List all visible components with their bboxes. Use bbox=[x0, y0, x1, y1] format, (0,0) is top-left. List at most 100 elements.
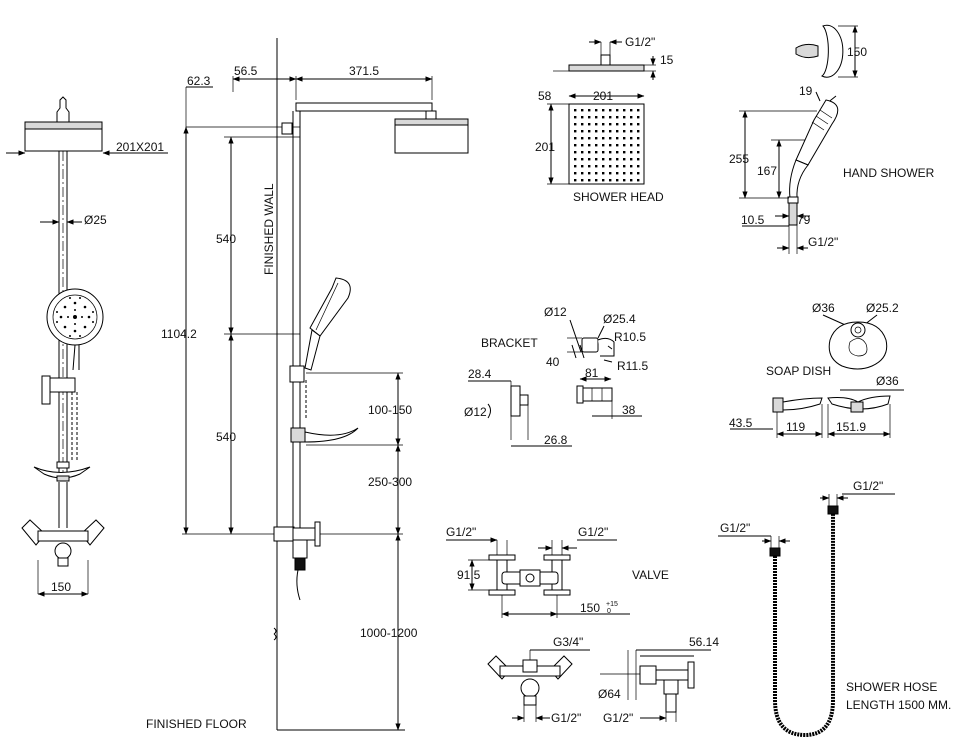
nozzle bbox=[595, 158, 598, 161]
soap-dish-plan bbox=[828, 321, 888, 370]
hose-nut-right bbox=[827, 505, 839, 515]
nozzle bbox=[581, 165, 584, 168]
nozzle bbox=[637, 172, 640, 175]
bracket-detail: BRACKET Ø12 Ø25.4 R10.5 R11.5 40 81 38 2… bbox=[464, 305, 648, 447]
nozzle bbox=[574, 109, 577, 112]
side-shower-head bbox=[394, 118, 469, 126]
valve-right-handle bbox=[543, 589, 571, 596]
nozzle bbox=[630, 123, 633, 126]
nozzle bbox=[595, 144, 598, 147]
nozzle-grid bbox=[574, 109, 640, 182]
nozzle bbox=[616, 158, 619, 161]
soap-dim-119: 119 bbox=[786, 420, 805, 434]
valve-right-thread: G1/2" bbox=[578, 525, 608, 539]
wall-bracket-top bbox=[281, 122, 293, 135]
valve2-outlet bbox=[520, 678, 540, 698]
bracket-d25-4: Ø25.4 bbox=[603, 312, 636, 326]
outlet-dim-150: 150 bbox=[847, 45, 867, 59]
nozzle bbox=[630, 179, 633, 182]
nozzle bbox=[623, 130, 626, 133]
pipe-diameter-label: Ø25 bbox=[84, 213, 107, 227]
shower-arm bbox=[295, 102, 433, 112]
hs-dim-79: 79 bbox=[797, 213, 811, 227]
nozzle bbox=[616, 123, 619, 126]
nozzle bbox=[588, 151, 591, 154]
nozzle bbox=[616, 116, 619, 119]
nozzle bbox=[581, 179, 584, 182]
nozzle bbox=[574, 151, 577, 154]
soap-mount-plan bbox=[850, 322, 866, 338]
bracket-plan bbox=[581, 337, 599, 353]
nozzle bbox=[623, 172, 626, 175]
nozzle bbox=[588, 109, 591, 112]
nozzle bbox=[574, 172, 577, 175]
nozzle bbox=[609, 123, 612, 126]
nozzle bbox=[581, 109, 584, 112]
nozzle bbox=[581, 158, 584, 161]
hand-shower-detail: 150 19 255 167 10.5 79 G1/2" HAND SHOWER bbox=[729, 24, 935, 254]
nozzle bbox=[637, 158, 640, 161]
nozzle bbox=[637, 116, 640, 119]
nozzle bbox=[637, 165, 640, 168]
side-valve-body bbox=[273, 526, 295, 542]
nozzle bbox=[602, 179, 605, 182]
bracket-d12: Ø12 bbox=[544, 305, 567, 319]
head-nipple bbox=[600, 54, 611, 66]
shower-head-label: SHOWER HEAD bbox=[573, 190, 664, 204]
nozzle bbox=[616, 137, 619, 140]
nozzle bbox=[616, 172, 619, 175]
nozzle bbox=[630, 165, 633, 168]
nozzle bbox=[602, 172, 605, 175]
hose-top-right-thread: G1/2" bbox=[853, 479, 883, 493]
finished-wall-label: FINISHED WALL bbox=[262, 183, 276, 275]
nozzle bbox=[595, 151, 598, 154]
nozzle bbox=[623, 158, 626, 161]
bracket-d12-side: Ø12 bbox=[464, 405, 487, 419]
nozzle bbox=[630, 172, 633, 175]
valve-tol-zero: 0 bbox=[607, 608, 611, 615]
nozzle bbox=[616, 109, 619, 112]
nozzle bbox=[609, 151, 612, 154]
valve-left-cap bbox=[488, 554, 516, 561]
valve-tol-plus: +15 bbox=[606, 601, 618, 608]
nozzle bbox=[609, 109, 612, 112]
side-hand-shower bbox=[309, 277, 351, 337]
nozzle bbox=[588, 137, 591, 140]
nozzle bbox=[602, 144, 605, 147]
nozzle bbox=[581, 116, 584, 119]
side-view: FINISHED WALL FINISHED FLOOR 62.3 56.5 3… bbox=[146, 38, 469, 731]
nozzle bbox=[637, 151, 640, 154]
nozzle bbox=[623, 116, 626, 119]
nozzle bbox=[609, 144, 612, 147]
soap-d36: Ø36 bbox=[812, 301, 835, 315]
dim-250-300: 250-300 bbox=[368, 475, 412, 489]
head-depth: 201 bbox=[535, 140, 555, 154]
lower-540: 540 bbox=[216, 430, 236, 444]
dim-1000-1200: 1000-1200 bbox=[360, 626, 418, 640]
nozzle bbox=[581, 137, 584, 140]
head-profile bbox=[568, 64, 645, 72]
bracket-dim-26-8: 26.8 bbox=[544, 433, 568, 447]
bracket-front bbox=[510, 385, 521, 417]
front-shower-head bbox=[24, 121, 103, 130]
nozzle bbox=[616, 179, 619, 182]
nozzle bbox=[595, 109, 598, 112]
nozzle bbox=[623, 123, 626, 126]
nozzle bbox=[623, 144, 626, 147]
nozzle bbox=[602, 109, 605, 112]
nozzle bbox=[595, 179, 598, 182]
hose-label-2: LENGTH 1500 MM. bbox=[846, 698, 951, 712]
upper-540: 540 bbox=[216, 232, 236, 246]
hand-shower-label: HAND SHOWER bbox=[843, 166, 935, 180]
valve-d64: Ø64 bbox=[598, 687, 621, 701]
nozzle bbox=[609, 172, 612, 175]
nozzle bbox=[623, 109, 626, 112]
nozzle bbox=[630, 109, 633, 112]
valve-side-flange bbox=[639, 665, 657, 685]
nozzle bbox=[637, 137, 640, 140]
hs-thread: G1/2" bbox=[808, 235, 838, 249]
nozzle bbox=[609, 116, 612, 119]
nozzle bbox=[637, 144, 640, 147]
dim-56-5: 56.5 bbox=[234, 64, 258, 78]
head-plan bbox=[568, 103, 645, 185]
